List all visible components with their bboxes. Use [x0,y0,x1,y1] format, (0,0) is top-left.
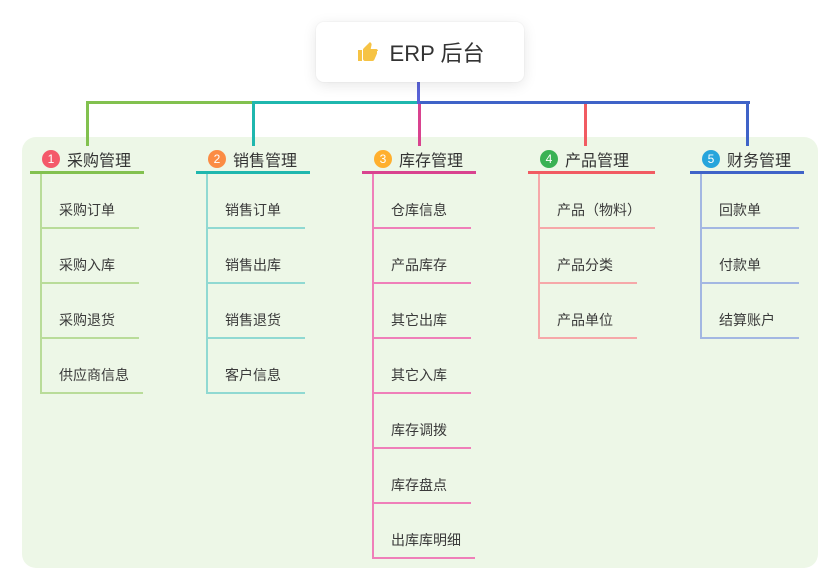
root-connector-line [417,82,420,104]
branch-采购管理: 1 采购管理采购订单采购入库采购退货供应商信息 [30,148,144,394]
branch-number-badge: 2 [208,149,226,168]
branch-connector-horizontal [253,101,421,104]
child-node[interactable]: 产品（物料） [540,174,655,229]
branches-background-panel [22,137,818,568]
branch-connector-drop [584,101,587,146]
branch-header-财务管理[interactable]: 5 财务管理 [690,148,804,174]
branch-children: 采购订单采购入库采购退货供应商信息 [40,174,143,394]
branch-children: 销售订单销售出库销售退货客户信息 [206,174,305,394]
branch-number-badge: 1 [42,149,60,168]
branch-产品管理: 4 产品管理产品（物料） 产品分类产品单位 [528,148,655,339]
branch-header-库存管理[interactable]: 3 库存管理 [362,148,476,174]
child-node[interactable]: 其它出库 [374,284,471,339]
child-node-label: 采购入库 [59,257,115,273]
child-node-label: 供应商信息 [59,367,129,383]
branch-connector-horizontal [418,101,750,104]
child-node-label: 回款单 [719,202,761,218]
branch-label: 库存管理 [399,152,464,170]
branch-children: 仓库信息产品库存其它出库其它入库库存调拨库存盘点出库库明细 [372,174,475,559]
child-node-label: 其它出库 [391,312,447,328]
child-node[interactable]: 销售出库 [208,229,305,284]
child-node-label: 库存调拨 [391,422,447,438]
child-node-label: 仓库信息 [391,202,447,218]
child-node-label: 产品库存 [391,257,447,273]
child-node-label: 采购订单 [59,202,115,218]
child-node[interactable]: 其它入库 [374,339,471,394]
branch-connector-drop [252,101,255,146]
branch-header-产品管理[interactable]: 4 产品管理 [528,148,655,174]
child-node[interactable]: 付款单 [702,229,799,284]
branch-number-badge: 4 [540,149,558,168]
branch-库存管理: 3 库存管理仓库信息产品库存其它出库其它入库库存调拨库存盘点出库库明细 [362,148,476,559]
child-node[interactable]: 产品单位 [540,284,637,339]
branch-number-badge: 3 [374,149,392,168]
thumbs-up-icon [356,40,380,64]
branch-children: 产品（物料） 产品分类产品单位 [538,174,655,339]
child-node-label: 其它入库 [391,367,447,383]
child-node-label: 产品分类 [557,257,613,273]
child-node[interactable]: 客户信息 [208,339,305,394]
child-node[interactable]: 销售退货 [208,284,305,339]
child-node[interactable]: 采购订单 [42,174,139,229]
child-node-label: 采购退货 [59,312,115,328]
child-node-label: 结算账户 [719,312,775,328]
child-node-label: 产品单位 [557,312,613,328]
child-node[interactable]: 出库库明细 [374,504,475,559]
branch-header-采购管理[interactable]: 1 采购管理 [30,148,144,174]
child-node-label: 销售出库 [225,257,281,273]
child-node-label: 客户信息 [225,367,281,383]
branch-销售管理: 2 销售管理销售订单销售出库销售退货客户信息 [196,148,310,394]
branch-connector-drop [746,101,749,146]
child-node[interactable]: 结算账户 [702,284,799,339]
child-node[interactable]: 回款单 [702,174,799,229]
root-title: ERP 后台 [389,41,485,66]
child-node[interactable]: 库存调拨 [374,394,471,449]
root-node-erp[interactable]: ERP 后台 [316,22,524,82]
child-node-label: 库存盘点 [391,477,447,493]
branch-label: 财务管理 [727,152,792,170]
branch-children: 回款单付款单结算账户 [700,174,799,339]
child-node-label: 出库库明细 [391,532,461,548]
branch-label: 销售管理 [233,152,298,170]
branch-header-销售管理[interactable]: 2 销售管理 [196,148,310,174]
child-node-label: 付款单 [719,257,761,273]
child-node[interactable]: 供应商信息 [42,339,143,394]
child-node-label: 产品（物料） [557,202,641,218]
branch-label: 产品管理 [565,152,630,170]
child-node[interactable]: 产品库存 [374,229,471,284]
branch-label: 采购管理 [67,152,132,170]
child-node[interactable]: 库存盘点 [374,449,471,504]
child-node-label: 销售订单 [225,202,281,218]
branch-connector-drop [418,101,421,146]
child-node[interactable]: 采购退货 [42,284,139,339]
child-node[interactable]: 仓库信息 [374,174,471,229]
child-node[interactable]: 采购入库 [42,229,139,284]
branch-财务管理: 5 财务管理回款单付款单结算账户 [690,148,804,339]
branch-number-badge: 5 [702,149,720,168]
child-node[interactable]: 销售订单 [208,174,305,229]
branch-connector-drop [86,101,89,146]
child-node[interactable]: 产品分类 [540,229,637,284]
child-node-label: 销售退货 [225,312,281,328]
